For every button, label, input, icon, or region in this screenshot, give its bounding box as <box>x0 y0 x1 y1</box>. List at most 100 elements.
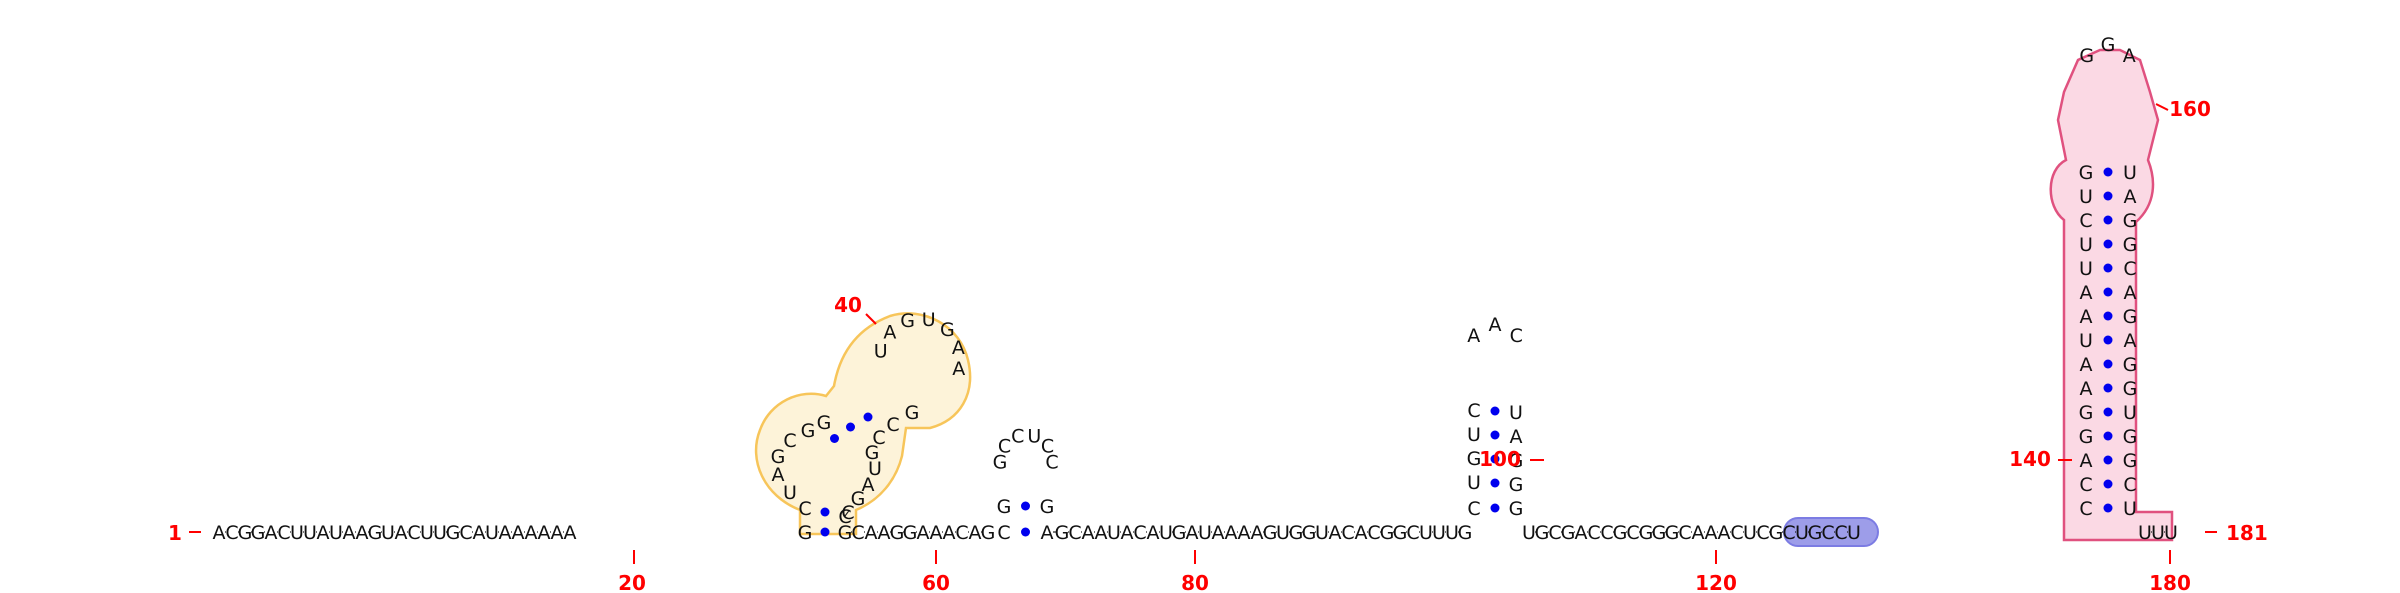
nucleotide: A <box>1041 522 1054 544</box>
position-tick-mark <box>865 313 877 325</box>
base-pair-dot <box>1490 406 1500 416</box>
nucleotide: G <box>1613 522 1628 544</box>
nucleotide: G <box>2079 402 2094 424</box>
position-number-label: 160 <box>2169 97 2211 121</box>
nucleotide: C <box>798 498 811 520</box>
nucleotide: C <box>1467 498 1480 520</box>
nucleotide: G <box>1509 450 1524 472</box>
nucleotide: G <box>940 319 955 341</box>
nucleotide: U <box>922 309 936 331</box>
nucleotide: U <box>1467 472 1481 494</box>
nucleotide: G <box>2101 34 2116 56</box>
nucleotide: A <box>1692 522 1705 544</box>
nucleotide: U <box>1445 522 1459 544</box>
base-pair-dot <box>2103 503 2113 513</box>
nucleotide: A <box>969 522 982 544</box>
nucleotide: U <box>1027 425 1041 447</box>
nucleotide: G <box>838 522 853 544</box>
nucleotide: C <box>1600 522 1613 544</box>
nucleotide: G <box>865 442 880 464</box>
nucleotide: A <box>943 522 956 544</box>
backbone-link <box>843 510 850 518</box>
nucleotide: G <box>981 522 996 544</box>
nucleotide: C <box>1068 522 1081 544</box>
nucleotide: G <box>2123 426 2138 448</box>
nucleotide: G <box>851 488 866 510</box>
base-pair-dot <box>2103 215 2113 225</box>
base-pair-dot <box>863 412 873 422</box>
nucleotide: A <box>1355 522 1368 544</box>
nucleotide: C <box>1045 451 1058 473</box>
position-tick-mark <box>2155 103 2169 111</box>
nucleotide: C <box>1834 522 1847 544</box>
base-pair-dot <box>2103 263 2113 273</box>
nucleotide: G <box>2079 426 2094 448</box>
nucleotide: A <box>2080 378 2093 400</box>
nucleotide: A <box>917 522 930 544</box>
base-pair-dot <box>2103 479 2113 489</box>
nucleotide: G <box>1172 522 1187 544</box>
nucleotide: U <box>783 482 797 504</box>
nucleotide: U <box>290 522 304 544</box>
nucleotide: G <box>2079 162 2094 184</box>
nucleotide: G <box>368 522 383 544</box>
nucleotide: A <box>952 358 965 380</box>
nucleotide: U <box>2138 522 2152 544</box>
nucleotide: G <box>2123 306 2138 328</box>
nucleotide: A <box>2080 282 2093 304</box>
nucleotide: C <box>2123 258 2136 280</box>
nucleotide: G <box>2123 378 2138 400</box>
nucleotide: G <box>1652 522 1667 544</box>
base-pair-dot <box>1490 478 1500 488</box>
nucleotide: G <box>905 402 920 424</box>
nucleotide: U <box>420 522 434 544</box>
nucleotide: A <box>1212 522 1225 544</box>
nucleotide: U <box>1509 402 1523 424</box>
nucleotide: A <box>878 522 891 544</box>
base-pair-dot <box>1490 503 1500 513</box>
nucleotide: C <box>1510 325 1523 347</box>
nucleotide: U <box>2079 234 2093 256</box>
nucleotide: A <box>1489 314 1502 336</box>
base-pair-dot <box>2103 359 2113 369</box>
nucleotide: C <box>407 522 420 544</box>
nucleotide: U <box>485 522 499 544</box>
nucleotide: C <box>872 427 885 449</box>
position-number-label: 120 <box>1695 571 1737 593</box>
nucleotide: A <box>1510 426 1523 448</box>
nucleotide: G <box>1380 522 1395 544</box>
nucleotide: G <box>997 496 1012 518</box>
nucleotide: G <box>817 412 832 434</box>
nucleotide: A <box>317 522 330 544</box>
position-number-label: 80 <box>1181 571 1209 593</box>
nucleotide: U <box>2123 162 2137 184</box>
blue-highlight-region <box>1783 517 1879 547</box>
base-pair-dot <box>2103 191 2113 201</box>
base-pair-dot <box>846 422 855 432</box>
nucleotide: G <box>798 522 813 544</box>
nucleotide: C <box>783 430 796 452</box>
nucleotide: G <box>2123 234 2138 256</box>
nucleotide: G <box>1665 522 1680 544</box>
position-number-label: 20 <box>618 571 646 593</box>
nucleotide: A <box>1147 522 1160 544</box>
nucleotide: U <box>2151 522 2165 544</box>
nucleotide: C <box>1821 522 1834 544</box>
nucleotide: A <box>343 522 356 544</box>
base-pair-dot <box>1490 454 1500 464</box>
position-number-label: 40 <box>834 293 862 317</box>
nucleotide: U <box>868 458 882 480</box>
nucleotide: U <box>2079 258 2093 280</box>
nucleotide: G <box>771 446 786 468</box>
base-pair-dot <box>2103 167 2113 177</box>
nucleotide: C <box>1133 522 1146 544</box>
nucleotide: C <box>1626 522 1639 544</box>
nucleotide: C <box>1041 435 1054 457</box>
nucleotide: U <box>874 341 888 363</box>
nucleotide: G <box>1458 522 1473 544</box>
nucleotide: A <box>2123 45 2136 67</box>
base-pair-dot <box>820 507 830 517</box>
nucleotide: A <box>1251 522 1264 544</box>
nucleotide: G <box>993 451 1008 473</box>
nucleotide: A <box>265 522 278 544</box>
